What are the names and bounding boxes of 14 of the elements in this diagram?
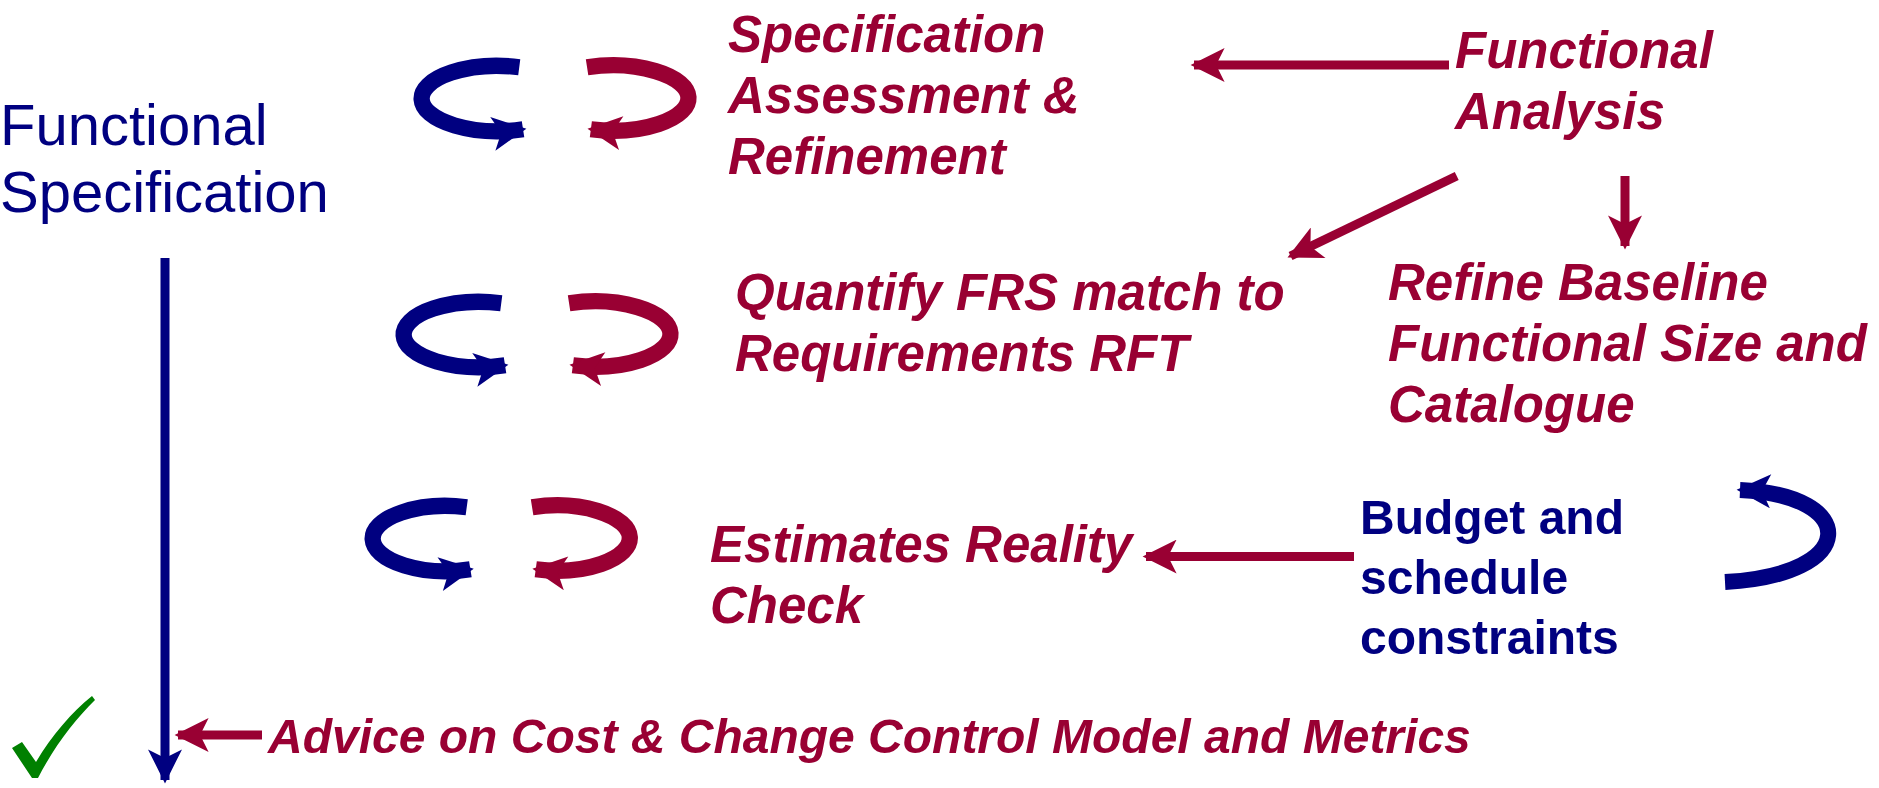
arrow <box>1142 539 1354 574</box>
node-label: Specification Assessment & Refinement <box>728 5 1081 188</box>
node-label: Quantify FRS match to Requirements RFT <box>735 263 1286 385</box>
arrow <box>1287 171 1459 261</box>
node-label: Estimates Reality Check <box>710 515 1136 637</box>
arrow <box>148 258 182 784</box>
node-label: Functional Analysis <box>1455 21 1715 143</box>
node-label: Budget and schedule constraints <box>1360 490 1625 666</box>
arrow <box>1190 48 1449 82</box>
node-label: Refine Baseline Functional Size and Catalogue <box>1388 253 1869 436</box>
node-label: Functional Specification <box>0 92 330 226</box>
node-label: Advice on Cost & Change Control Model and Metrics <box>268 709 1472 765</box>
arrow <box>174 718 262 752</box>
arrow <box>1608 176 1642 250</box>
